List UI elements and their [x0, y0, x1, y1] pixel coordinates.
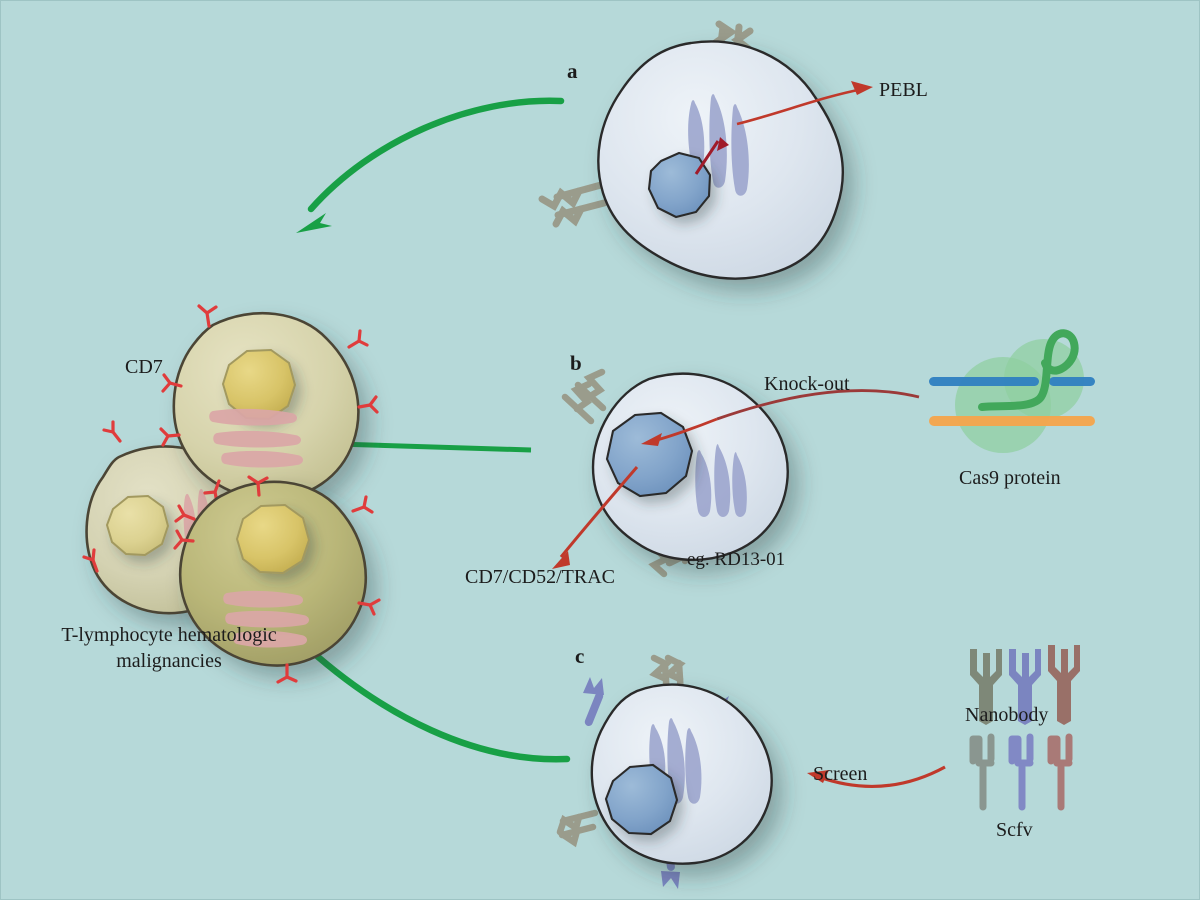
knockout-targets-label: CD7/CD52/TRAC: [465, 566, 616, 588]
endoplasmic-reticulum: [688, 94, 749, 196]
dna-strand-blue: [1049, 377, 1095, 386]
rd13-01-example-label: eg. RD13-01: [687, 549, 786, 570]
panel-label-c: c: [575, 644, 585, 668]
tcr-receptor-icon: [556, 809, 599, 848]
tcr-receptor-icon: [561, 368, 607, 425]
scfv-icon: [1008, 733, 1034, 811]
panel-b-cell-group: [552, 368, 920, 578]
scfv-label: Scfv: [996, 819, 1033, 841]
scfv-icon: [1047, 733, 1073, 811]
dna-strand-orange: [929, 416, 1095, 426]
nanobody-receptor-icon: [583, 677, 604, 726]
pebl-internal-arrow: [694, 137, 729, 175]
target-caption: T-lymphocyte hematologic malignancies: [39, 623, 299, 674]
scfv-icon: [969, 733, 995, 811]
screen-arrow: [807, 765, 946, 789]
pebl-label: PEBL: [879, 79, 928, 101]
green-arrow-a-to-target: [296, 97, 565, 233]
cd7-label: CD7: [125, 356, 163, 378]
panel-a-cell-group: [538, 20, 873, 280]
nanobody-icon: [970, 649, 1002, 725]
nanobody-label: Nanobody: [965, 704, 1049, 726]
dna-strand-blue: [929, 377, 1039, 386]
endoplasmic-reticulum: [695, 444, 747, 517]
green-arrow-c-to-target: [291, 629, 571, 763]
malignant-cell: [173, 475, 381, 684]
cas9-protein-label: Cas9 protein: [959, 467, 1061, 489]
guide-rna-strand: [978, 329, 1079, 411]
malignant-er: [223, 590, 309, 648]
panel-label-b: b: [570, 351, 582, 375]
scfv-icon-group: [969, 733, 1073, 811]
cas9-protein-graphic: [929, 329, 1095, 453]
panel-label-a: a: [567, 59, 578, 83]
pebl-arrow: [736, 81, 873, 126]
tcr-receptor-icon: [538, 181, 608, 228]
malignant-nucleus: [235, 503, 311, 575]
nanobody-icon: [1009, 649, 1041, 725]
panel-c-cell-group: [556, 654, 773, 889]
malignant-nucleus: [105, 494, 170, 557]
nanobody-icon-group: [970, 645, 1080, 725]
knockout-arrow: [552, 389, 920, 569]
nucleus: [604, 763, 679, 836]
malignant-cell-cluster: [82, 304, 381, 684]
target-caption-line1: T-lymphocyte hematologic: [61, 624, 277, 646]
cd7-marker-icon: [173, 475, 381, 684]
malignant-nucleus: [221, 348, 297, 421]
target-caption-line2: malignancies: [116, 649, 222, 672]
nucleus: [647, 151, 712, 219]
screen-label: Screen: [813, 763, 868, 785]
knock-out-label: Knock-out: [764, 373, 850, 395]
nanobody-icon: [1048, 645, 1080, 725]
malignant-er: [209, 408, 303, 468]
